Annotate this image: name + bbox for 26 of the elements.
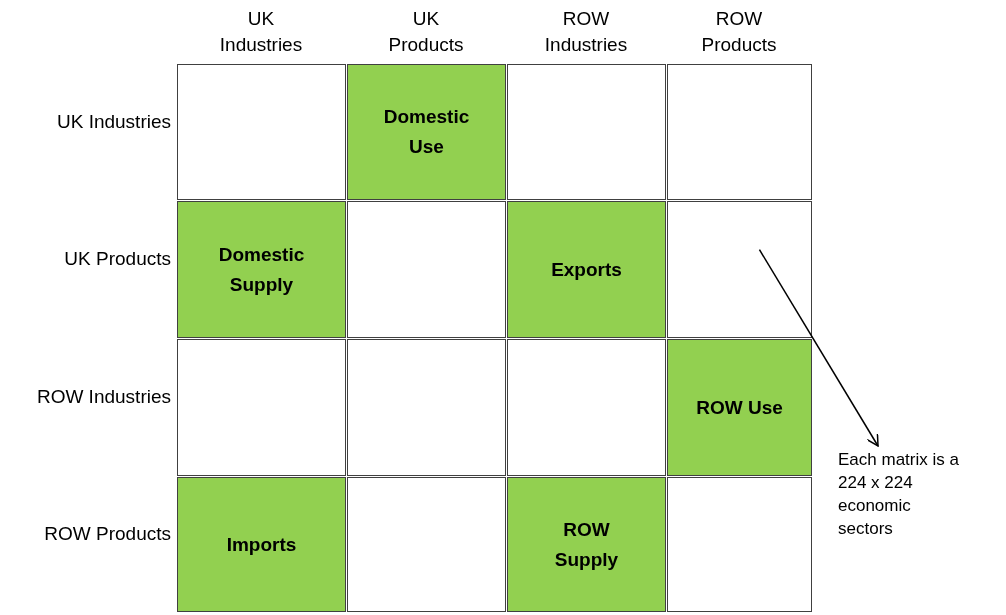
row-header: UK Products: [64, 247, 171, 271]
matrix-cell: [507, 64, 666, 200]
highlighted-cell: Imports: [177, 477, 346, 612]
matrix-cell: [507, 339, 666, 476]
annotation-text: Each matrix is a 224 x 224 economic sectors: [838, 448, 966, 540]
matrix-cell: [667, 477, 812, 612]
highlighted-cell: Domestic Use: [347, 64, 506, 200]
highlighted-cell: ROW Supply: [507, 477, 666, 612]
row-header: ROW Products: [44, 522, 171, 546]
matrix-cell: [177, 64, 346, 200]
highlighted-cell: Domestic Supply: [177, 201, 346, 338]
column-header: UK Industries: [218, 7, 304, 57]
matrix-cell: [667, 64, 812, 200]
matrix-cell: [347, 477, 506, 612]
row-header: ROW Industries: [36, 385, 171, 409]
column-header: ROW Products: [700, 7, 778, 57]
matrix-cell: [347, 339, 506, 476]
highlighted-cell: ROW Use: [667, 339, 812, 476]
arrow: [758, 248, 879, 447]
column-header: ROW Industries: [543, 7, 629, 57]
matrix-cell: [667, 201, 812, 338]
highlighted-cell: Exports: [507, 201, 666, 338]
column-header: UK Products: [387, 7, 465, 57]
row-header: UK Industries: [56, 109, 171, 134]
matrix-cell: [177, 339, 346, 476]
matrix-cell: [347, 201, 506, 338]
